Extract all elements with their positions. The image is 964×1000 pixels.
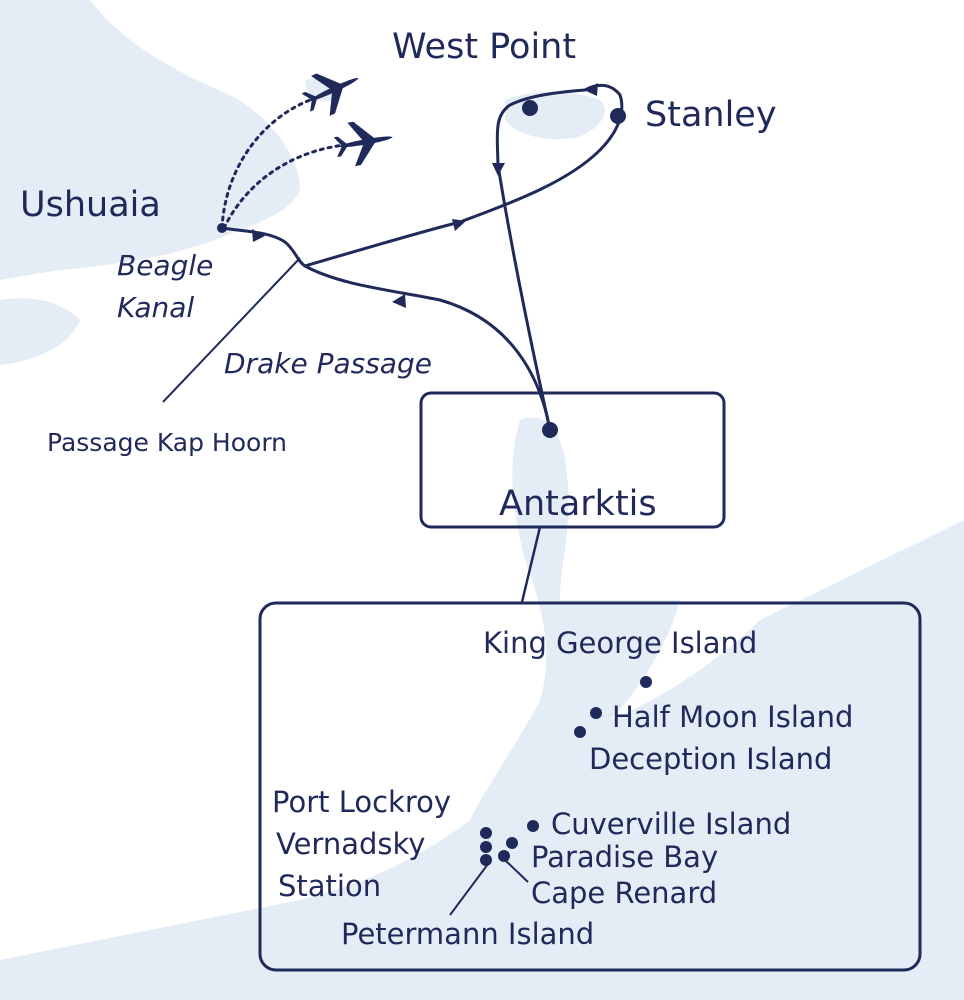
dot-west-point (522, 100, 538, 116)
route-to-stanley (303, 83, 624, 268)
label-paradise-bay: Paradise Bay (531, 840, 719, 874)
dot-cuverville (527, 820, 539, 832)
land-antarctic-tip (0, 417, 964, 1000)
flight-path-1 (220, 98, 312, 230)
arrow-east (452, 219, 466, 231)
label-half-moon-island: Half Moon Island (612, 700, 854, 734)
label-west-point: West Point (392, 27, 577, 67)
label-beagle: Beagle (117, 249, 214, 282)
airplane-icon (333, 121, 393, 167)
arrow-south (492, 163, 505, 176)
land-falklands (505, 91, 605, 140)
box-connector-line (520, 526, 542, 603)
flight-path-2 (222, 143, 347, 230)
antarctic-detail-box (258, 601, 922, 972)
pointer-cape-renard (504, 859, 529, 883)
dot-port-lockroy (480, 827, 492, 839)
label-king-george-island: King George Island (483, 626, 758, 660)
route-return-drake (303, 264, 552, 432)
land-islands-west (0, 298, 80, 365)
arrow-drake-return (392, 294, 406, 308)
kap-hoorn-pointer (162, 257, 301, 403)
dot-vernadsky (480, 841, 492, 853)
cruise-route (220, 83, 624, 432)
route-arrows (252, 83, 598, 308)
dot-petermann (480, 854, 492, 866)
dot-stanley (610, 108, 626, 124)
label-passage-kap-hoorn: Passage Kap Hoorn (47, 428, 288, 457)
route-stops (217, 100, 626, 438)
dot-paradise (506, 837, 518, 849)
route-falklands-loop (495, 88, 587, 167)
antarctic-site-dots (480, 676, 652, 866)
route-to-antarctica (496, 163, 552, 432)
dot-ushuaia (217, 223, 227, 233)
antarktis-box (419, 391, 726, 529)
label-petermann-island: Petermann Island (341, 917, 595, 951)
dot-cape-renard (498, 850, 510, 862)
label-station: Station (278, 869, 382, 903)
antarctic-pointers (449, 859, 529, 916)
label-port-lockroy: Port Lockroy (272, 785, 452, 819)
dot-deception (574, 726, 586, 738)
arrow-beagle (252, 229, 265, 242)
arrow-west-point (584, 83, 598, 96)
dot-king-george (640, 676, 652, 688)
label-ushuaia: Ushuaia (20, 185, 161, 225)
label-drake-passage: Drake Passage (224, 347, 432, 380)
dot-half-moon (590, 707, 602, 719)
pointer-petermann (449, 863, 489, 916)
label-cuverville-island: Cuverville Island (551, 807, 792, 841)
label-antarktis: Antarktis (499, 484, 657, 524)
route-ushuaia-beagle (220, 226, 307, 268)
label-kanal: Kanal (117, 291, 195, 324)
dot-antarktis (542, 422, 558, 438)
label-deception-island: Deception Island (589, 742, 833, 776)
label-vernadsky: Vernadsky (276, 827, 426, 861)
airplane-icon (301, 73, 359, 116)
label-stanley: Stanley (645, 95, 777, 135)
label-cape-renard: Cape Renard (531, 876, 718, 910)
